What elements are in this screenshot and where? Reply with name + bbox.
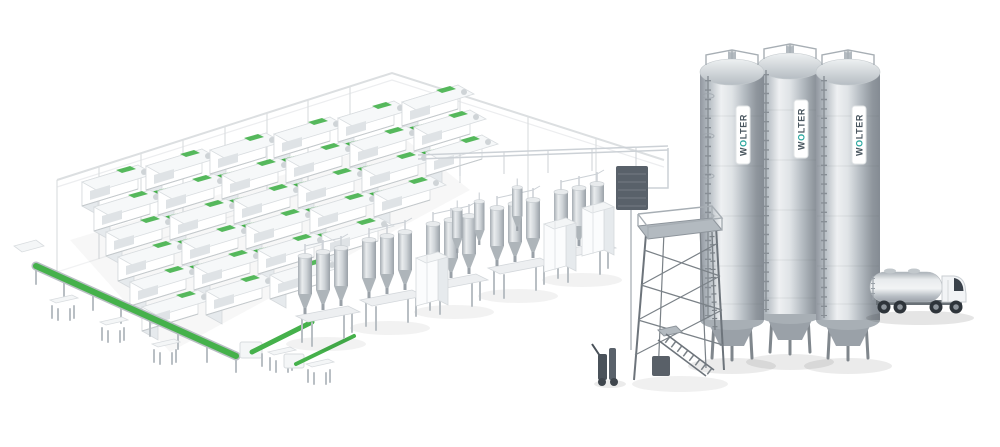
stair-landing [657, 325, 683, 337]
lattice-tower [632, 205, 728, 392]
silo-label-2: WOLTER [793, 99, 809, 159]
truck-tank [869, 271, 943, 303]
incline-conveyors [239, 319, 356, 369]
table [49, 294, 79, 321]
brand-logo: WOLTER [739, 114, 749, 156]
coupling-panel [616, 166, 648, 350]
pump-unit [591, 343, 626, 388]
machine-row [93, 109, 487, 241]
conveyor-belt [33, 263, 239, 359]
silo-shadow [804, 358, 892, 374]
drying-stations [286, 170, 622, 351]
conveyor-head-unit [13, 239, 45, 253]
truck-wheels [877, 300, 963, 314]
control-cabinet [543, 217, 577, 273]
machine-row [105, 134, 499, 266]
truck-chassis [876, 300, 962, 305]
machine-row [129, 216, 395, 316]
silo-2 [758, 44, 822, 355]
material-pipe-rack [417, 145, 669, 189]
silo-group: WOLTER WOLTER WOLTER [688, 44, 892, 374]
silo-1 [700, 50, 764, 361]
table [151, 338, 181, 365]
truck-shadow [866, 311, 974, 325]
table [305, 358, 335, 385]
silo-label-3: WOLTER [851, 105, 867, 165]
machine-hall [81, 84, 499, 341]
tanker-truck [866, 268, 974, 325]
silo-label-1: WOLTER [735, 105, 751, 165]
incline-belt [294, 334, 356, 366]
control-cabinet [415, 251, 449, 307]
table [99, 316, 129, 343]
truck-windshield [954, 278, 964, 291]
control-cabinet [581, 201, 615, 257]
machine-row [117, 175, 447, 291]
ladder-cage [701, 93, 715, 219]
silo-shadow [746, 354, 834, 370]
brand-logo: WOLTER [797, 108, 807, 150]
tower-stairs [659, 333, 713, 375]
tower-base-cabinet [652, 356, 670, 376]
brand-logo: WOLTER [855, 114, 865, 156]
silo-3 [816, 50, 880, 361]
dryer-bank [360, 218, 424, 330]
tower-ladder [711, 231, 716, 331]
